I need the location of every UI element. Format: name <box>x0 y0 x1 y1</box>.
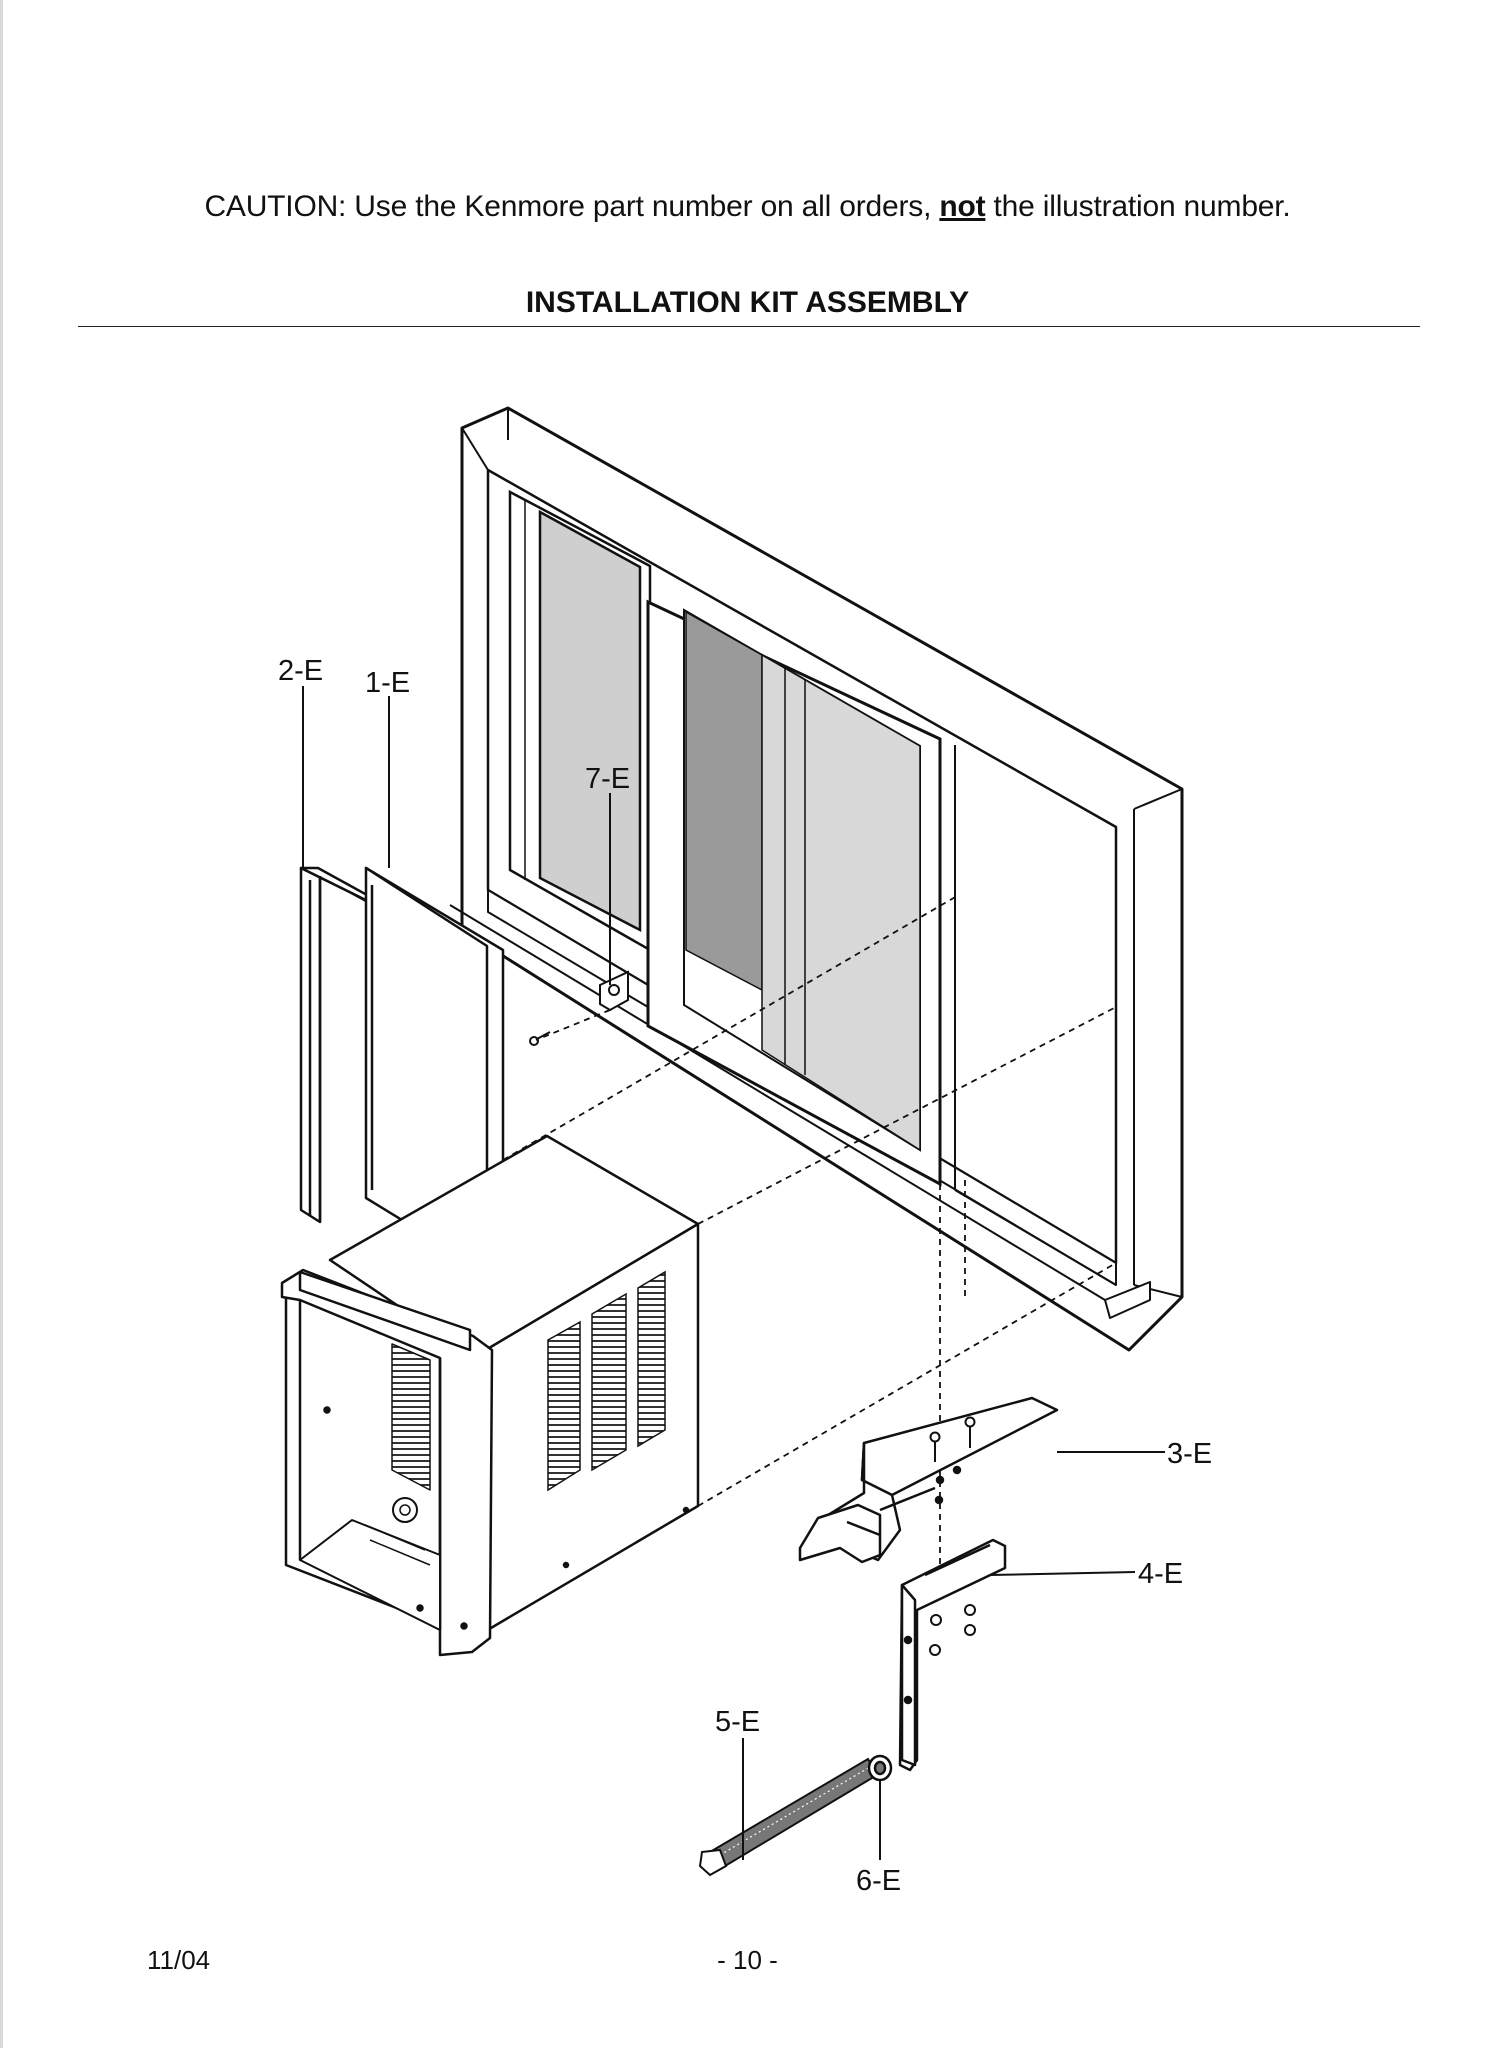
sash-lock-bracket <box>599 970 629 1012</box>
section-title: INSTALLATION KIT ASSEMBLY <box>525 286 970 319</box>
callout-1e: 1-E <box>365 667 410 699</box>
bracket-nuts <box>929 1604 976 1656</box>
installation-kit-diagram: 2-E 1-E 7-E 3-E 4-E 5-E 6-E <box>278 406 1212 1897</box>
bracket-screw <box>529 1031 551 1046</box>
support-screws <box>929 1416 976 1462</box>
footer-date: 11/04 <box>147 1945 211 1975</box>
leveling-bolt <box>698 1757 879 1877</box>
page-edge <box>0 0 3 2048</box>
rear-sash <box>508 489 652 953</box>
caution-prefix: CAUTION: Use the Kenmore part number on … <box>204 190 940 223</box>
alignment-lines <box>502 895 1117 1580</box>
callout-5e: 5-E <box>715 1706 760 1738</box>
leveling-nut <box>867 1754 893 1782</box>
upper-support-bracket <box>798 1396 1059 1564</box>
caution-emphasis: not <box>939 190 986 223</box>
caution-suffix: the illustration number. <box>985 190 1291 223</box>
page-number: - 10 - <box>717 1945 778 1975</box>
window-opening <box>954 827 1117 1286</box>
caution-note: CAUTION: Use the Kenmore part number on … <box>0 190 1495 224</box>
leader-lines <box>302 686 1165 1860</box>
front-sash <box>646 599 956 1190</box>
lower-support-bracket <box>898 1538 1007 1772</box>
cabinet <box>280 1134 700 1657</box>
callout-2e: 2-E <box>278 655 323 687</box>
callout-4e: 4-E <box>1138 1558 1183 1590</box>
cabinet-side-louvers <box>547 1270 690 1569</box>
title-rule <box>78 326 1420 327</box>
callout-7e: 7-E <box>585 763 630 795</box>
callout-6e: 6-E <box>856 1865 901 1897</box>
callout-3e: 3-E <box>1167 1438 1212 1470</box>
